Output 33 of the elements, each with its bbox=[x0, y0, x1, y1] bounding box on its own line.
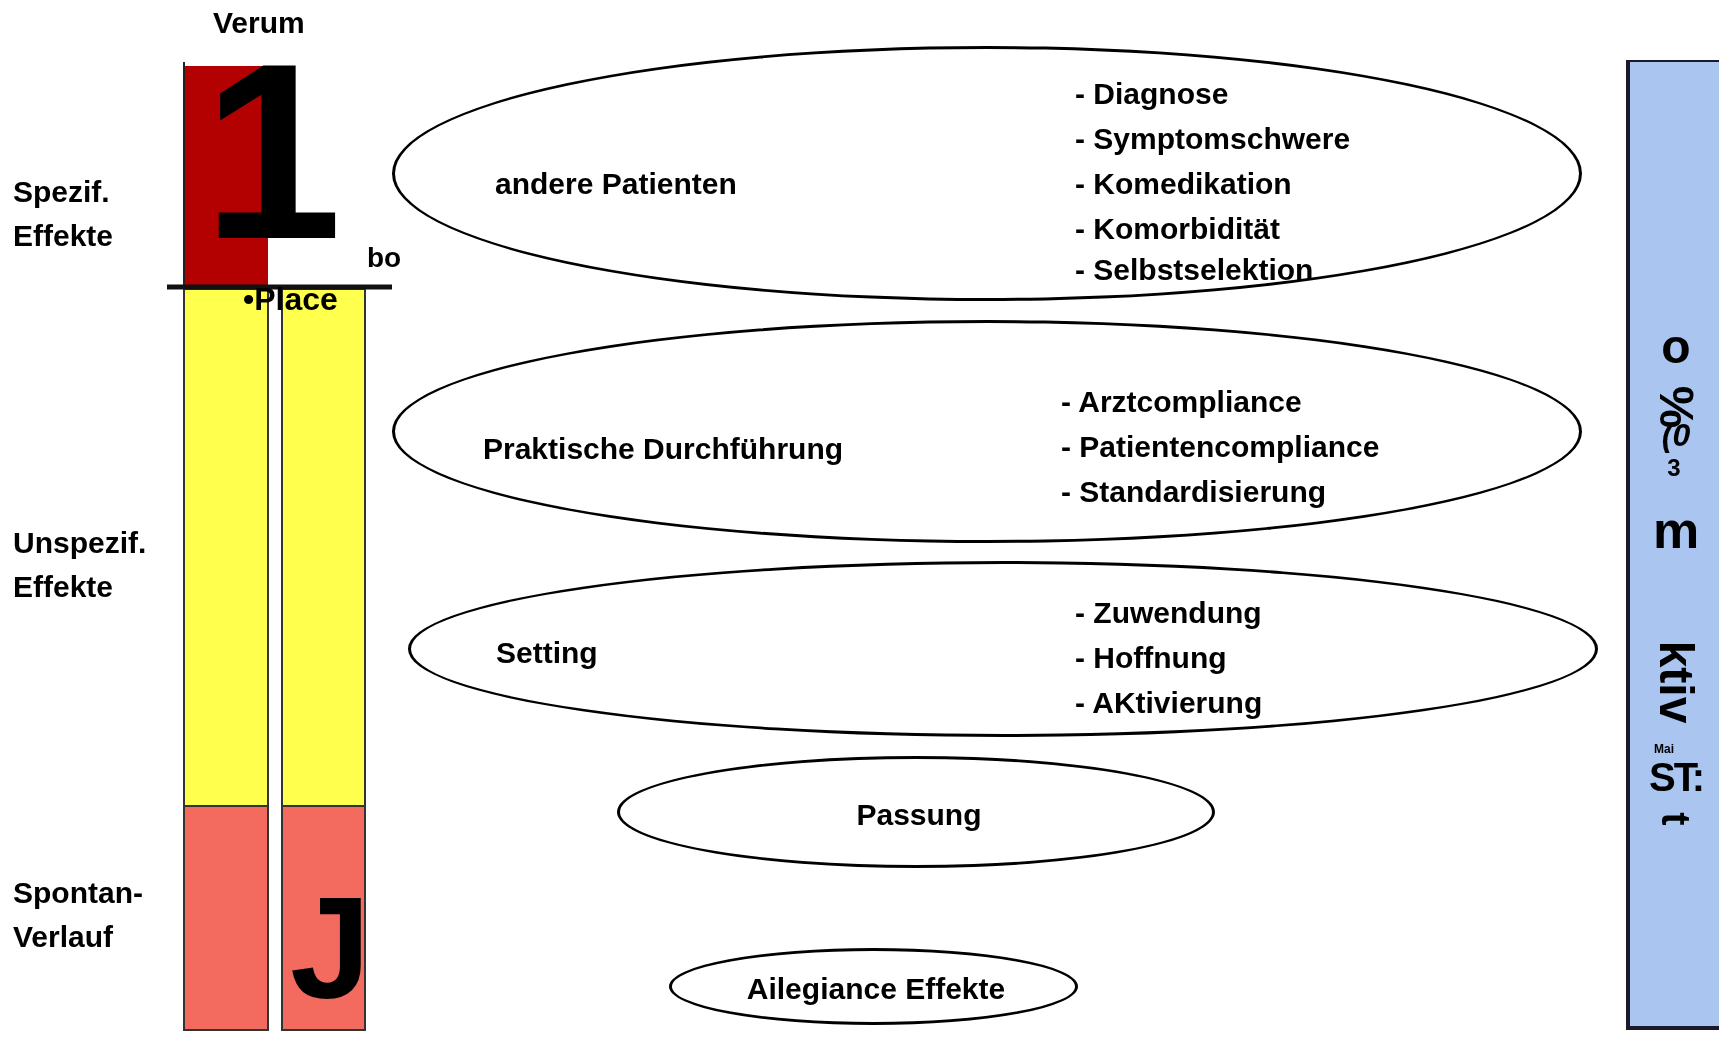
factor-item: - Komorbidität bbox=[1075, 211, 1280, 247]
row-label: Unspezif. Effekte bbox=[13, 525, 148, 605]
factor-item: - Hoffnung bbox=[1075, 640, 1227, 676]
band-text: o bbox=[1661, 323, 1691, 371]
band-text: ST: bbox=[1649, 757, 1703, 797]
factor-item: - Patientencompliance bbox=[1061, 429, 1380, 465]
factor-title: Praktische Durchführung bbox=[483, 431, 844, 467]
fragment-label: bo bbox=[367, 241, 402, 275]
band-text: ktiv bbox=[1652, 640, 1700, 724]
factor-title: Setting bbox=[496, 635, 598, 671]
row-label: Spontan- Verlauf bbox=[13, 875, 144, 955]
factor-ellipse bbox=[392, 320, 1582, 543]
factor-title: Passung bbox=[856, 797, 982, 833]
factor-title: andere Patienten bbox=[495, 166, 737, 202]
factor-item: - Arztcompliance bbox=[1061, 384, 1302, 420]
factor-item: - Selbstselektion bbox=[1075, 252, 1314, 288]
factor-item: - Zuwendung bbox=[1075, 595, 1262, 631]
factor-item: - AKtivierung bbox=[1075, 685, 1263, 721]
row-label: Spezif. Effekte bbox=[13, 174, 115, 254]
band-text: m bbox=[1652, 504, 1700, 556]
band-text: t bbox=[1656, 812, 1696, 826]
band-text: Mai bbox=[1654, 743, 1674, 755]
factor-ellipse bbox=[408, 561, 1598, 737]
factor-item: - Diagnose bbox=[1075, 76, 1229, 112]
large-letter: J bbox=[290, 876, 371, 1021]
factor-ellipse bbox=[669, 948, 1078, 1025]
factor-ellipse bbox=[617, 756, 1215, 868]
vertical-band bbox=[1626, 60, 1719, 1030]
band-text: 3 bbox=[1667, 456, 1681, 480]
factor-item: - Symptomschwere bbox=[1075, 121, 1351, 157]
factor-item: - Standardisierung bbox=[1061, 474, 1327, 510]
factor-title: Ailegiance Effekte bbox=[746, 971, 1006, 1007]
factor-item: - Komedikation bbox=[1075, 166, 1292, 202]
